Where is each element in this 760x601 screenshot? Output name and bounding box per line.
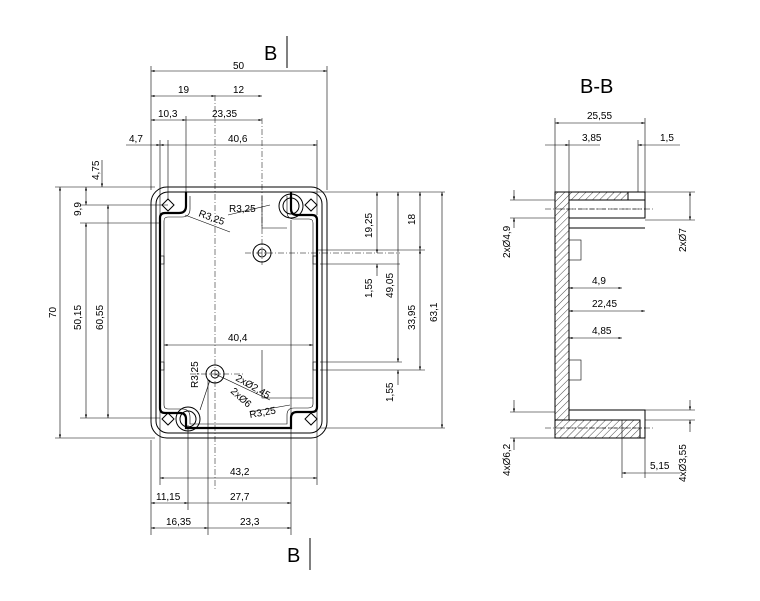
dim-50-15: 50,15	[73, 305, 84, 330]
dim-70: 70	[48, 306, 59, 318]
section-title: B-B	[580, 76, 613, 98]
dim-1-55-b: 1,55	[385, 382, 396, 402]
section-wall-left	[554, 191, 570, 421]
radius-label-bottom-right: R3,25	[249, 405, 278, 421]
dim-3-85: 3,85	[582, 133, 602, 144]
inner-cavity	[158, 192, 319, 430]
dim-11-15: 11,15	[156, 492, 181, 503]
radius-label-bottom-left: R3,25	[190, 361, 201, 388]
front-view: B B 50 19 12 10,3 23,35 4,7 40,6	[48, 36, 445, 570]
dim-49-05: 49,05	[385, 273, 396, 298]
section-label-bottom: B	[287, 545, 300, 567]
dim-4-75: 4,75	[91, 160, 102, 180]
dim-23-35: 23,35	[212, 109, 237, 120]
dim-33-95: 33,95	[407, 305, 418, 330]
section-label-top: B	[264, 43, 277, 65]
right-dimensions: 19,25 18 1,55 49,05 33,95 1,55 63,1	[300, 191, 445, 429]
dim-12: 12	[233, 85, 245, 96]
dim-4-9: 4,9	[592, 276, 606, 287]
corner-screw-holes	[161, 198, 318, 426]
dim-27-7: 27,7	[230, 492, 250, 503]
dim-40-6: 40,6	[228, 134, 248, 145]
dim-25-55: 25,55	[587, 111, 612, 122]
bottom-dimensions: 43,2 11,15 27,7 16,35 23,3	[150, 220, 318, 535]
dim-9-9: 9,9	[73, 202, 84, 216]
radius-label-top-right: R3,25	[229, 204, 256, 215]
dim-4-85: 4,85	[592, 326, 612, 337]
section-view: B-B 25,55 3,85 1,5 2xØ4,9	[502, 76, 695, 482]
dim-43-2: 43,2	[230, 467, 250, 478]
enclosure-rim	[155, 191, 323, 434]
dim-2x-4-9: 2xØ4,9	[502, 225, 513, 258]
mount-hole-top	[278, 193, 304, 219]
dim-23-3: 23,3	[240, 517, 260, 528]
dim-19: 19	[178, 85, 190, 96]
dim-1-55-a: 1,55	[364, 278, 375, 298]
dim-18: 18	[407, 213, 418, 225]
dim-22-45: 22,45	[592, 299, 617, 310]
top-dimensions: 50 19 12 10,3 23,35 4,7 40,6	[126, 61, 328, 215]
dim-16-35: 16,35	[166, 517, 191, 528]
dim-5-15: 5,15	[650, 461, 670, 472]
dim-1-5: 1,5	[660, 133, 674, 144]
dim-40-4: 40,4	[228, 333, 248, 344]
dim-4x-6-2: 4xØ6,2	[502, 443, 513, 476]
dim-10-3: 10,3	[158, 109, 178, 120]
left-dimensions: 70 4,75 9,9 50,15 60,55	[48, 160, 168, 439]
dim-50: 50	[233, 61, 245, 72]
enclosure-outline	[150, 186, 328, 439]
dim-4-7: 4,7	[129, 134, 143, 145]
dim-63-1: 63,1	[429, 302, 440, 322]
dim-19-25: 19,25	[364, 213, 375, 238]
dim-60-55: 60,55	[95, 305, 106, 330]
dim-4x-3-55: 4xØ3,55	[678, 444, 689, 482]
dim-2x-7: 2xØ7	[678, 228, 689, 252]
inner-wall	[163, 196, 314, 425]
